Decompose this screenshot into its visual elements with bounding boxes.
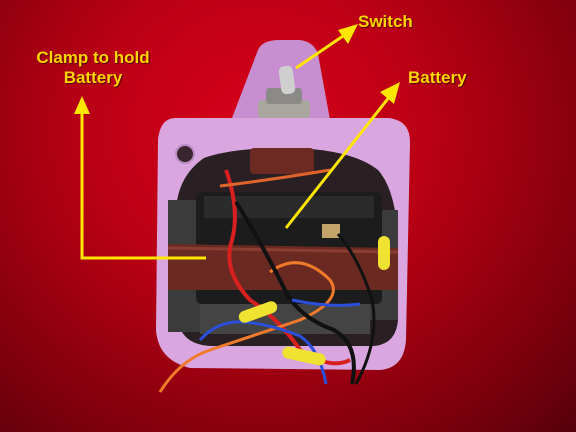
switch-label: Switch <box>358 12 413 31</box>
yellow-connector-3 <box>378 236 390 270</box>
clamp-arrow-head <box>74 96 90 114</box>
battery-top <box>204 196 374 218</box>
wire-orange <box>219 168 331 188</box>
wire-black-2 <box>336 233 376 385</box>
clamp-arrow-line <box>80 110 206 260</box>
switch-arrow-head <box>338 24 358 44</box>
annotation-arrows <box>74 24 400 260</box>
switch-arrow-line <box>295 32 347 70</box>
switch-base <box>258 100 310 120</box>
battery-arrow-head <box>380 82 400 104</box>
clamp-label: Clamp to hold Battery <box>36 48 150 87</box>
clamp-strap <box>168 244 398 290</box>
switch-lever <box>278 65 296 95</box>
battery-arrow-line <box>284 95 392 229</box>
screw-hole <box>175 144 195 164</box>
yellow-connector-2 <box>282 346 326 366</box>
terminal-block <box>250 148 314 174</box>
wire-orange-2 <box>158 261 335 393</box>
battery-terminal <box>322 224 340 238</box>
wire-blue-2 <box>291 298 361 307</box>
wire-black <box>234 200 356 385</box>
yellow-connector-1 <box>238 301 278 323</box>
battery-label: Battery <box>408 68 467 87</box>
